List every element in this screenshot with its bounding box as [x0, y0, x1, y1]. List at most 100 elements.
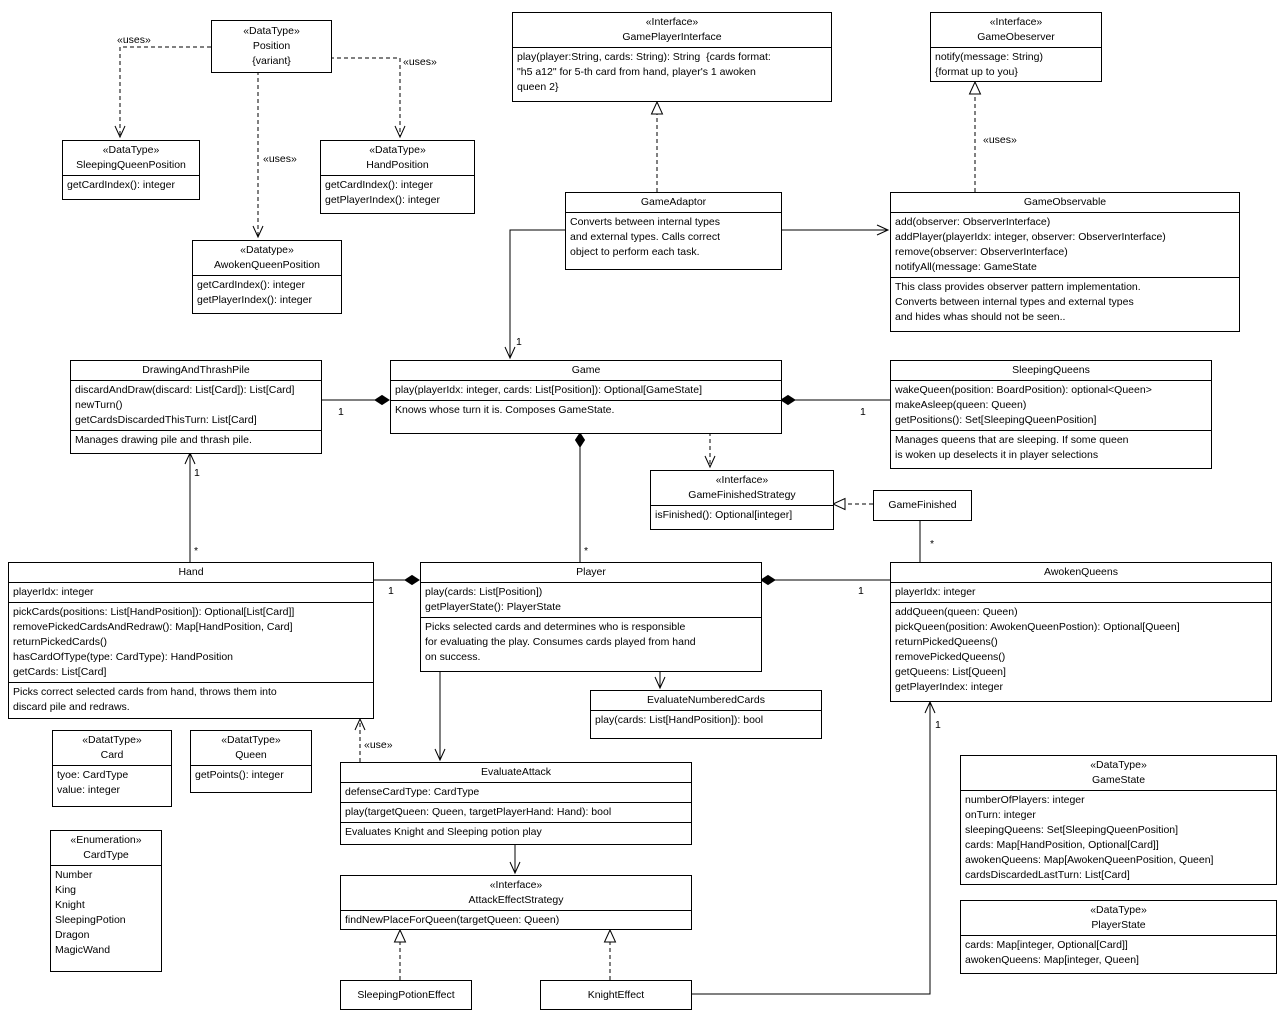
title-line: GameFinishedStrategy	[688, 489, 796, 501]
member-line: removePickedCardsAndRedraw(): Map[HandPo…	[13, 621, 293, 633]
title-line: «Interface»	[989, 16, 1043, 28]
title-line: Position	[252, 40, 291, 52]
member-line: is woken up deselects it in player selec…	[895, 449, 1099, 461]
edge-label: 1	[194, 467, 200, 479]
title-line: «DataType»	[243, 25, 300, 37]
member-line: play(player:String, cards: String): Stri…	[517, 51, 771, 63]
member-line: Picks selected cards and determines who …	[425, 621, 686, 633]
title-line: «Interface»	[489, 879, 543, 891]
edge-label: «uses»	[117, 34, 151, 46]
member-line: cards: Map[integer, Optional[Card]]	[965, 939, 1128, 951]
member-line: addQueen(queen: Queen)	[895, 606, 1018, 618]
class-title: AwokenQueens	[891, 563, 1271, 582]
class-title: «Interface»GameObeserver	[931, 13, 1101, 47]
edge-label: 1	[338, 406, 344, 418]
class-compartment: Evaluates Knight and Sleeping potion pla…	[341, 822, 691, 844]
title-line: GameFinished	[888, 499, 957, 511]
member-line: getCardIndex(): integer	[197, 279, 305, 291]
member-line: object to perform each task.	[570, 246, 700, 258]
member-line: queen 2}	[517, 81, 559, 93]
member-line: tyoe: CardType	[57, 769, 129, 781]
edge-label: «uses»	[403, 56, 437, 68]
member-line: add(observer: ObserverInterface)	[895, 216, 1051, 228]
title-line: EvaluateNumberedCards	[647, 694, 765, 706]
title-line: GameState	[1091, 774, 1146, 786]
edge-label: «uses»	[263, 153, 297, 165]
member-line: Converts between internal types and exte…	[895, 296, 1134, 308]
member-line: pickCards(positions: List[HandPosition])…	[13, 606, 295, 618]
class-title: «Datatype» AwokenQueenPosition	[193, 241, 341, 275]
member-line: getPlayerIndex(): integer	[197, 294, 312, 306]
title-line: «Interface»	[645, 16, 699, 28]
class-compartment: Picks correct selected cards from hand, …	[9, 682, 373, 718]
title-line: AwokenQueenPosition	[213, 259, 321, 271]
class-title: «Interface»AttackEffectStrategy	[341, 876, 691, 910]
title-line: «Datatype»	[240, 244, 294, 256]
class-compartment: play(targetQueen: Queen, targetPlayerHan…	[341, 802, 691, 822]
class-compartment: playerIdx: integer	[891, 582, 1271, 602]
class-title: «DatatType»Card	[53, 731, 171, 765]
class-compartment: Knows whose turn it is. Composes GameSta…	[391, 400, 781, 433]
member-line: isFinished(): Optional[integer]	[655, 509, 793, 521]
member-line: play(playerIdx: integer, cards: List[Pos…	[395, 384, 702, 396]
class-title: «DataType»SleepingQueenPosition	[63, 141, 199, 175]
title-line: SleepingQueens	[1012, 364, 1090, 376]
class-compartment: discardAndDraw(discard: List[Card]): Lis…	[71, 380, 321, 430]
class-compartment: notify(message: String){format up to you…	[931, 47, 1101, 81]
class-game-finished-strategy: «Interface»GameFinishedStrategy isFinishe…	[650, 470, 834, 530]
class-title: «DataType»GameState	[961, 756, 1276, 790]
edge-label: *	[194, 545, 198, 557]
member-line: play(cards: List[HandPosition]): bool	[595, 714, 764, 726]
member-line: on success.	[425, 651, 481, 663]
member-line: playerIdx: integer	[13, 586, 94, 598]
title-line: GamePlayerInterface	[622, 31, 722, 43]
title-line: SleepingQueenPosition	[76, 159, 186, 171]
class-compartment: isFinished(): Optional[integer]	[651, 505, 833, 529]
class-game-player-interface: «Interface» GamePlayerInterface play(playe…	[512, 12, 832, 102]
member-line: and hides whas should not be seen..	[895, 311, 1066, 323]
class-title: EvaluateAttack	[341, 763, 691, 782]
member-line: notify(message: String)	[935, 51, 1043, 63]
class-compartment: Manages queens that are sleeping. If som…	[891, 430, 1211, 468]
title-line: SleepingPotionEffect	[357, 988, 455, 1001]
member-line: hasCardOfType(type: CardType): HandPosit…	[13, 651, 234, 663]
member-line: This class provides observer pattern imp…	[895, 281, 1141, 293]
class-title: «Enumeration»CardType	[51, 831, 161, 865]
member-line: Knight	[55, 899, 85, 911]
edge-label: 1	[935, 719, 941, 731]
member-line: defenseCardType: CardType	[345, 786, 480, 798]
class-title: EvaluateNumberedCards	[591, 691, 821, 710]
member-line: getPlayerIndex(): integer	[325, 194, 440, 206]
member-line: discard pile and redraws.	[13, 701, 130, 713]
edge-position-uses-sleepingqueenposition	[114, 46, 211, 139]
class-title: «Interface»GameFinishedStrategy	[651, 471, 833, 505]
member-line: removePickedQueens()	[895, 651, 1006, 663]
title-line: Player	[576, 566, 606, 578]
edge-knighteffect-to-awokenqueens	[690, 700, 936, 995]
class-sleeping-potion-effect: SleepingPotionEffect	[340, 980, 472, 1010]
title-line: CardType	[83, 849, 129, 861]
member-line: MagicWand	[55, 944, 111, 956]
edge-label: «uses»	[983, 134, 1017, 146]
member-line: numberOfPlayers: integer	[965, 794, 1085, 806]
class-compartment: getCardIndex(): integer getPlayerIndex():…	[321, 175, 474, 213]
class-evaluate-attack: EvaluateAttack defenseCardType: CardType p…	[340, 762, 692, 845]
member-line: remove(observer: ObserverInterface)	[895, 246, 1068, 258]
class-title: GameFinished	[874, 491, 971, 520]
class-compartment: getCardIndex(): integer getPlayerIndex():…	[193, 275, 341, 313]
member-line: getCardIndex(): integer	[325, 179, 433, 191]
class-title: DrawingAndThrashPile	[71, 361, 321, 380]
